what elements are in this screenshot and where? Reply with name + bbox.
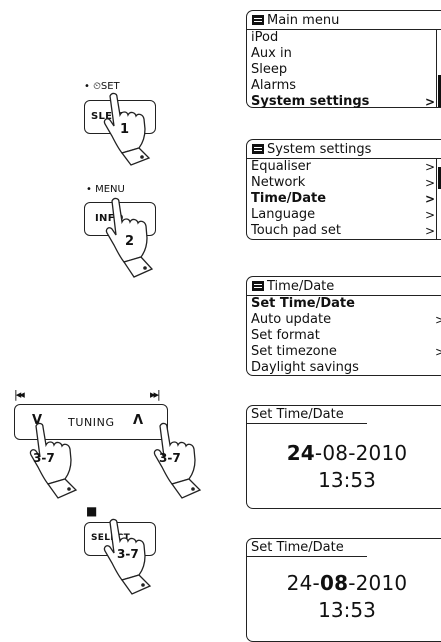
main-menu-screen: Main menu iPod Aux in Sleep Alarms Syste… — [246, 10, 441, 108]
title-underline — [247, 423, 367, 424]
menu-item-selected[interactable]: System settings > — [247, 94, 441, 110]
screen-title: Set Time/Date — [251, 540, 344, 555]
time-date-screen: Time/Date Set Time/Date Auto update > Set… — [246, 276, 441, 376]
screen-title-bar: Time/Date — [247, 279, 441, 296]
screen-title-bar: Main menu — [247, 13, 441, 30]
screen-title: Set Time/Date — [251, 407, 344, 422]
menu-item-label: Daylight savings — [251, 360, 359, 375]
menu-icon — [252, 281, 264, 291]
pointing-hand-icon: 3-7 — [96, 516, 168, 596]
submenu-arrow-icon: > — [425, 207, 435, 223]
menu-item-label: Set format — [251, 328, 320, 343]
menu-item[interactable]: Auto update > — [247, 312, 441, 328]
menu-item[interactable]: Touch pad set > — [247, 223, 441, 239]
menu-icon — [252, 15, 264, 25]
screen-title-bar: System settings — [247, 142, 441, 159]
skip-back-icon: |◂◂ — [14, 388, 23, 401]
pointing-hand-icon: 1 — [96, 88, 166, 166]
scrollbar[interactable] — [436, 158, 441, 239]
submenu-arrow-icon: > — [425, 175, 435, 191]
set-time-date-screen-day: Set Time/Date 24-08-2010 13:53 — [246, 405, 441, 509]
submenu-arrow-icon: > — [425, 159, 435, 175]
menu-item-label: Auto update — [251, 312, 331, 327]
menu-item[interactable]: Language > — [247, 207, 441, 223]
date-display: 24-08-2010 — [247, 441, 441, 465]
time-display: 13:53 — [247, 598, 441, 622]
menu-item-label: Set timezone — [251, 344, 337, 359]
submenu-arrow-icon: > — [435, 344, 441, 360]
submenu-arrow-icon: > — [435, 312, 441, 328]
set-time-date-screen-month: Set Time/Date 24-08-2010 13:53 — [246, 538, 441, 642]
menu-item[interactable]: Set timezone > — [247, 344, 441, 360]
menu-item-selected[interactable]: Set Time/Date — [247, 296, 441, 312]
time-display: 13:53 — [247, 468, 441, 492]
step-number: 1 — [120, 122, 129, 137]
menu-item-label: Time/Date — [251, 191, 326, 206]
day-field-active[interactable]: 24 — [287, 441, 315, 465]
title-underline — [247, 556, 367, 557]
menu-item-label: Aux in — [251, 46, 292, 61]
menu-item-label: Alarms — [251, 78, 296, 93]
screen-title: System settings — [267, 142, 371, 157]
month-field-active[interactable]: 08 — [320, 571, 348, 595]
pointing-hand-icon: 3-7 — [146, 420, 218, 500]
year-field: -2010 — [348, 571, 407, 595]
menu-item-label: Sleep — [251, 62, 287, 77]
menu-item-selected[interactable]: Time/Date > — [247, 191, 441, 207]
step-number: 3-7 — [159, 451, 181, 465]
submenu-arrow-icon: > — [425, 223, 435, 239]
screen-title: Main menu — [267, 13, 339, 28]
step-number: 3-7 — [33, 451, 55, 465]
menu-item-label: System settings — [251, 94, 369, 109]
scrollbar[interactable] — [436, 29, 441, 107]
day-field: 24- — [287, 571, 320, 595]
pointing-hand-icon: 3-7 — [22, 420, 94, 500]
tuning-up-icon[interactable]: Λ — [133, 413, 143, 428]
date-remainder: -08-2010 — [315, 441, 407, 465]
submenu-arrow-icon: > — [425, 191, 435, 207]
menu-item-label: Network — [251, 175, 305, 190]
menu-icon — [252, 144, 264, 154]
skip-forward-icon: ▸▸| — [150, 388, 159, 401]
system-settings-screen: System settings Equaliser > Network > Time… — [246, 139, 441, 240]
menu-item[interactable]: iPod — [247, 30, 441, 46]
menu-item-label: Language — [251, 207, 315, 222]
menu-item-label: Set Time/Date — [251, 296, 355, 311]
step-number: 3-7 — [117, 547, 139, 561]
pointing-hand-icon: 2 — [98, 193, 168, 281]
menu-item-label: Equaliser — [251, 159, 311, 174]
menu-item-label: Touch pad set — [251, 223, 341, 238]
menu-item[interactable]: Network > — [247, 175, 441, 191]
menu-item[interactable]: Set format — [247, 328, 441, 344]
step-number: 2 — [125, 234, 134, 249]
submenu-arrow-icon: > — [425, 94, 435, 110]
menu-item[interactable]: Aux in — [247, 46, 441, 62]
screen-title: Time/Date — [267, 279, 334, 294]
menu-item[interactable]: Daylight savings — [247, 360, 441, 376]
menu-item[interactable]: Equaliser > — [247, 159, 441, 175]
date-display: 24-08-2010 — [247, 571, 441, 595]
menu-item[interactable]: Sleep — [247, 62, 441, 78]
menu-item[interactable]: Alarms — [247, 78, 441, 94]
menu-item-label: iPod — [251, 30, 278, 45]
